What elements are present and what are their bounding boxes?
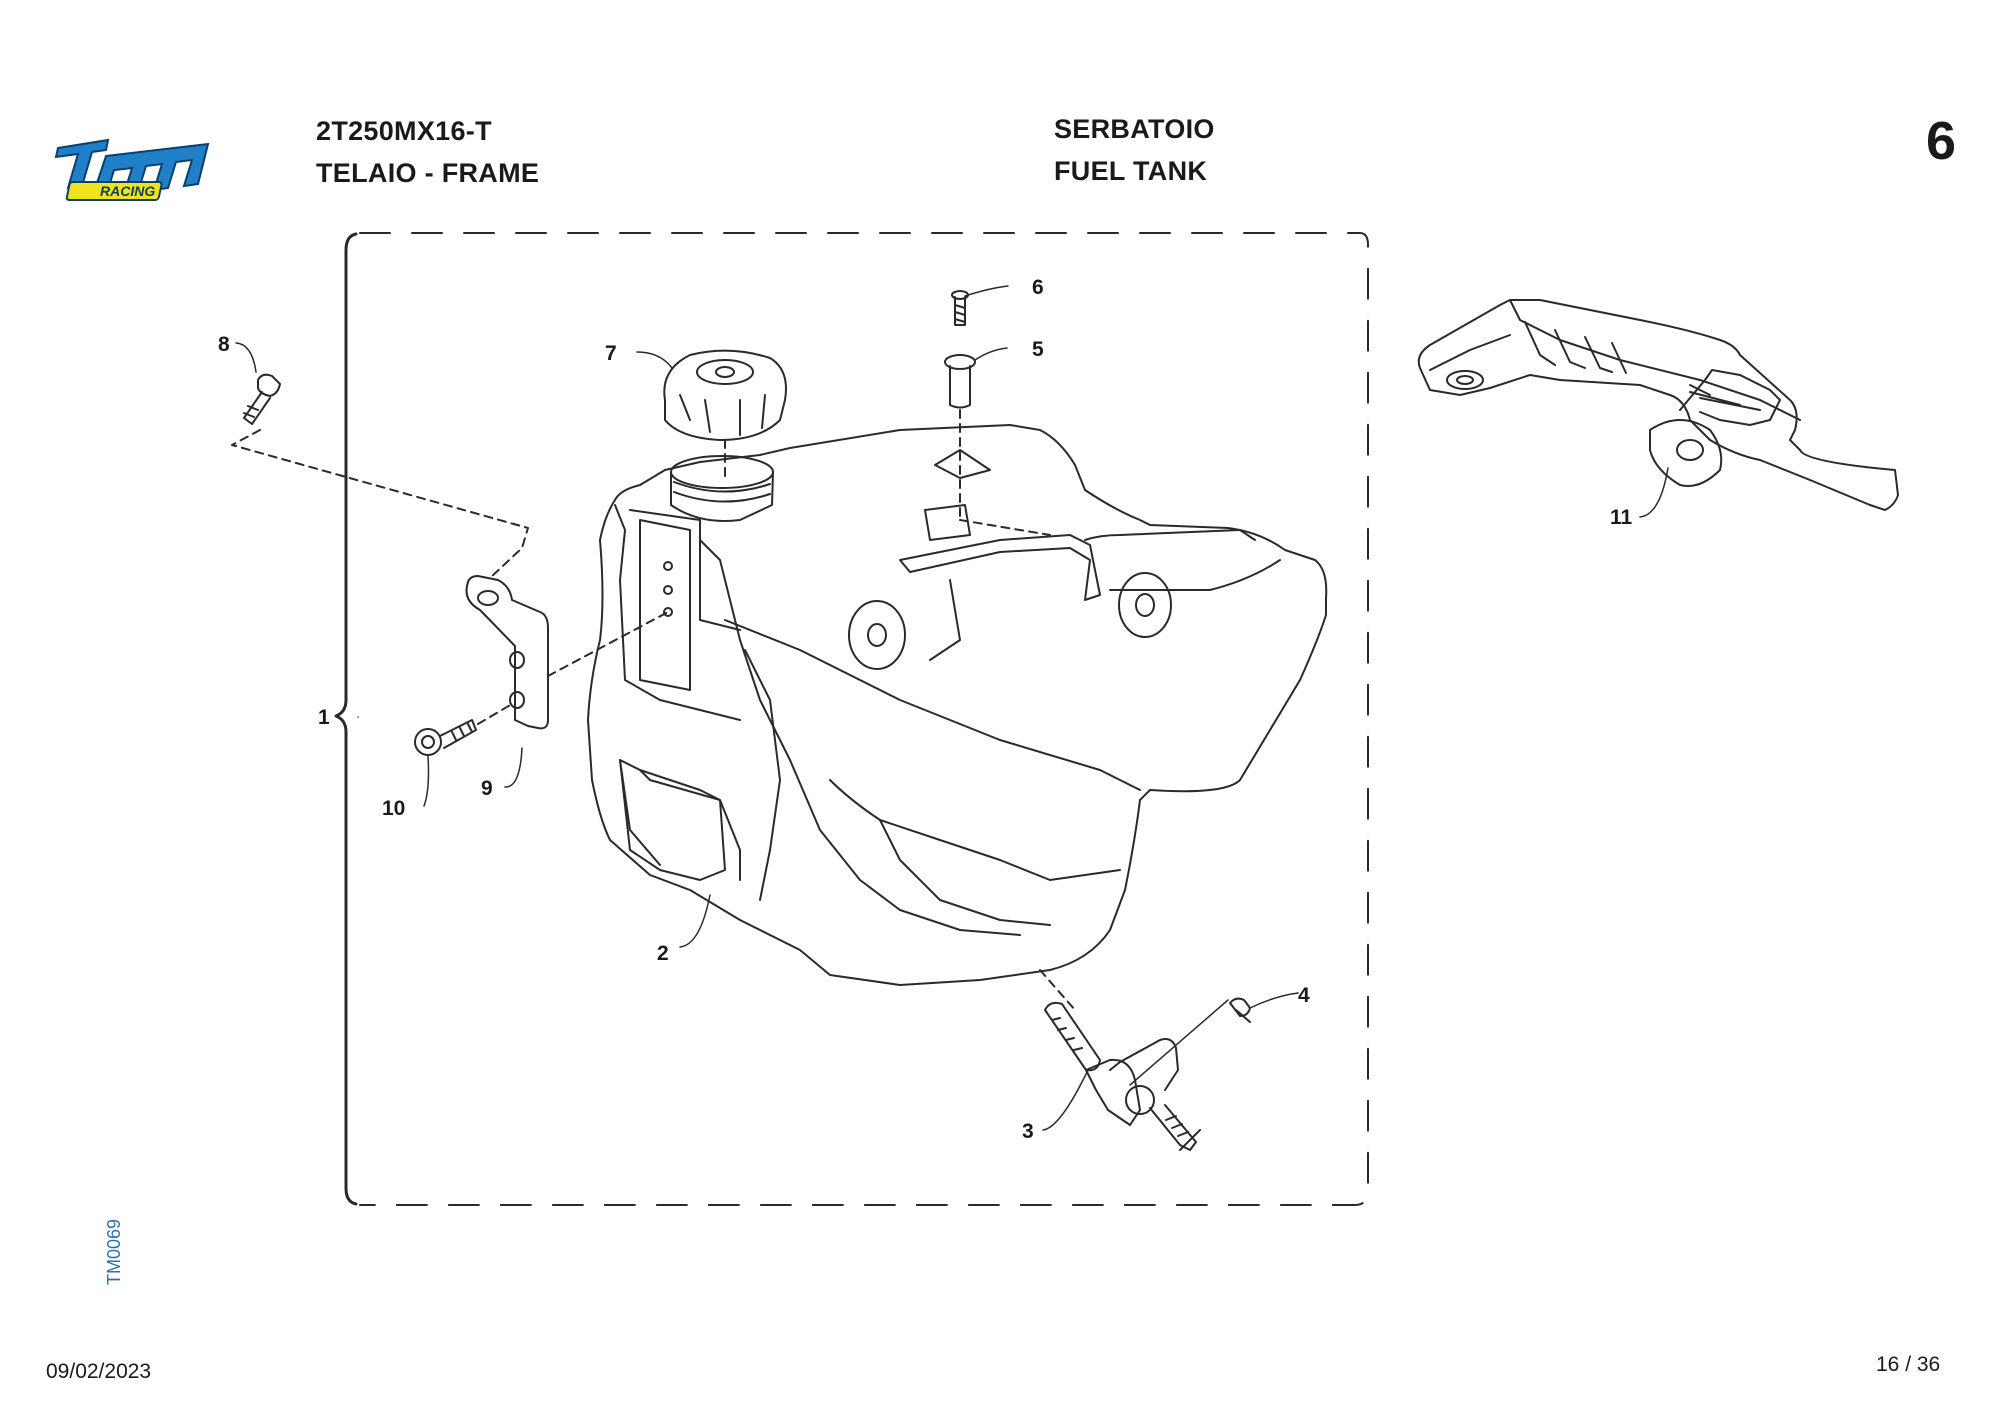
tm-racing-logo: RACING — [54, 138, 210, 201]
logo-tagline-plate — [65, 181, 163, 201]
callout-5: 5 — [1032, 338, 1044, 361]
page-counter: 16 / 36 — [1876, 1353, 1941, 1376]
assembly-boundary — [359, 232, 1369, 1206]
screw-part-8 — [243, 373, 281, 425]
guide-line-screw8 — [231, 429, 529, 579]
callout-9: 9 — [481, 777, 493, 800]
section-title-it: SERBATOIO — [1054, 114, 1215, 144]
callout-7: 7 — [605, 342, 617, 365]
bushing-part-5 — [944, 354, 976, 521]
callout-3: 3 — [1022, 1120, 1034, 1143]
group-bracket — [334, 232, 358, 1206]
section-title-en: FUEL TANK — [1054, 156, 1208, 186]
callout-1: 1 — [318, 706, 330, 729]
guide-line-tap — [1039, 969, 1076, 1011]
screw-part-4 — [1229, 997, 1251, 1023]
fuel-tap-part-3 — [1044, 1001, 1201, 1151]
callout-2: 2 — [657, 942, 669, 965]
side-panel-part-11 — [1417, 299, 1899, 511]
group-title: TELAIO - FRAME — [316, 158, 540, 188]
logo-tagline: RACING — [100, 183, 155, 199]
model-code: 2T250MX16-T — [316, 116, 492, 146]
fuel-tank-part — [587, 424, 1328, 986]
fuel-cap-part — [663, 349, 787, 481]
bracket-part-9 — [465, 575, 549, 730]
screw-part-10 — [414, 719, 477, 756]
callout-10: 10 — [382, 797, 405, 820]
table-number: 6 — [1926, 111, 1957, 171]
drawing-code: TM0069 — [104, 1218, 124, 1285]
callout-4: 4 — [1298, 984, 1310, 1007]
callout-6: 6 — [1032, 276, 1044, 299]
callout-11: 11 — [1610, 506, 1633, 529]
leader-lines — [235, 285, 1669, 1131]
filler-neck — [670, 455, 774, 522]
print-date: 09/02/2023 — [46, 1360, 152, 1383]
guide-line-panel — [959, 519, 1051, 536]
guide-line-screw10 — [477, 703, 513, 725]
guide-line-screw4 — [1129, 999, 1229, 1086]
callout-8: 8 — [218, 333, 230, 356]
guide-line-bracket — [547, 611, 669, 677]
